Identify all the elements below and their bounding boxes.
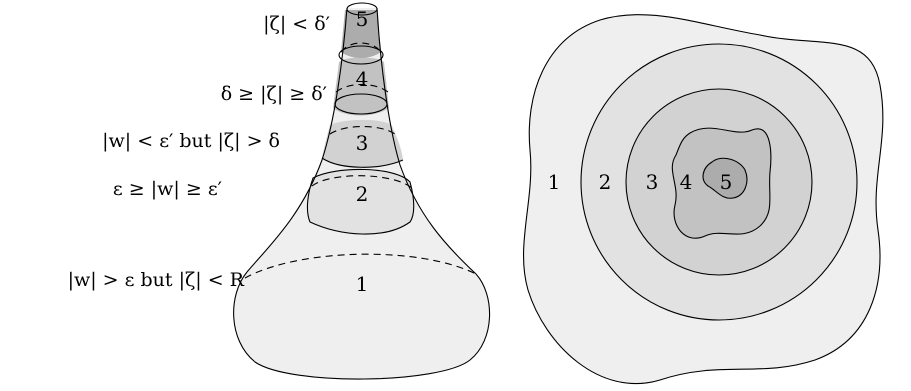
tube-ring-5-4 <box>338 45 384 65</box>
tube-number-4: 4 <box>356 67 369 91</box>
blob-number-3: 3 <box>646 170 659 194</box>
label-region-3: |w| < ε′ but |ζ| > δ <box>102 130 280 152</box>
nested-regions-figure: 1 2 3 4 5 <box>523 14 884 385</box>
tube-dashed-base-back <box>244 253 477 279</box>
blob-number-5: 5 <box>720 170 733 194</box>
tube-number-2: 2 <box>356 182 369 206</box>
blob-number-4: 4 <box>680 170 693 194</box>
blob-region-5 <box>702 157 748 199</box>
tube-region-3-lower-edge <box>321 157 404 168</box>
tube-left-edge <box>246 7 348 273</box>
tube-dashed-ring-4 <box>335 83 389 93</box>
tube-dashed-ring-2 <box>311 175 413 189</box>
tube-number-3: 3 <box>356 131 369 155</box>
label-region-2: ε ≥ |w| ≥ ε′ <box>113 178 222 200</box>
tube-region-4-fill <box>333 57 389 116</box>
tube-region-5-fill <box>341 10 381 58</box>
tube-number-5: 5 <box>356 7 369 31</box>
tube-top-opening <box>346 2 378 16</box>
tube-figure: 5 4 3 2 1 |ζ| < δ′ δ ≥ |ζ| ≥ δ′ |w| < ε′… <box>68 2 491 380</box>
tube-right-edge <box>376 7 477 275</box>
tube-dashed-ring-top <box>340 42 382 53</box>
tube-base-front <box>233 271 491 380</box>
label-region-5: |ζ| < δ′ <box>263 13 330 35</box>
label-region-4: δ ≥ |ζ| ≥ δ′ <box>221 83 327 105</box>
tube-dashed-ring-3 <box>329 126 396 135</box>
blob-number-1: 1 <box>548 170 561 194</box>
blob-number-2: 2 <box>599 170 612 194</box>
tube-ring-4-3 <box>334 93 388 115</box>
tube-region-3-fill <box>322 119 403 168</box>
tube-region-2-fill <box>306 168 415 235</box>
label-region-1: |w| > ε but |ζ| < R <box>68 269 245 291</box>
tube-number-1: 1 <box>356 272 369 296</box>
